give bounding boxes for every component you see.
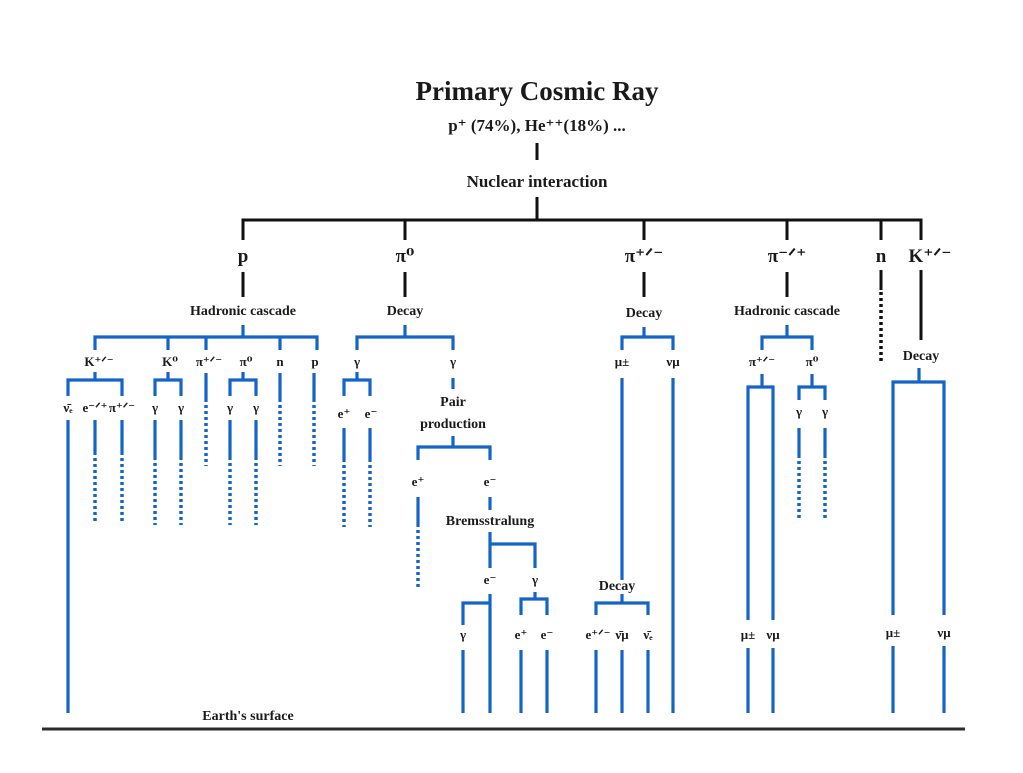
nuclear-interaction-label: Nuclear interaction [467,172,608,191]
kaon-product-1: e⁻ᐟ⁺ [83,400,108,415]
gamma1-product-0: e⁺ [338,406,351,421]
hc-left-product-2: π⁺ᐟ⁻ [196,354,222,369]
particle-pi-mp: π⁻ᐟ⁺ [768,246,807,267]
particle-p: p [238,246,249,267]
hc-right-pi0-product-1: γ [821,404,828,419]
pi-pm-product-0: μ± [615,354,630,369]
k0-product-0: γ [151,400,158,415]
composition-label: p⁺ (74%), He⁺⁺(18%) ... [448,116,626,135]
brems-product-1: γ [531,572,538,587]
bracket-pi-pm-decay [620,335,675,350]
process-decay-muon: Decay [599,579,636,594]
hc-left-product-3: π⁰ [240,354,253,369]
pi0-l-product-0: γ [226,400,233,415]
kaon-product-0: ν̄ₑ [62,400,73,415]
process-pair-production-2: production [420,417,486,432]
earth-surface-label: Earth's surface [202,709,293,724]
kaon-product-2: π⁺ᐟ⁻ [109,400,135,415]
brems-product-0: e⁻ [484,572,497,587]
particle-n: n [876,246,887,267]
bracket-brems-gamma [519,597,549,615]
pi0-decay-product-1: γ [449,354,456,369]
kaon-decay-product-1: νμ [936,625,951,640]
muon-decay-product-0: e⁺ᐟ⁻ [586,627,611,642]
k0-product-1: γ [177,400,184,415]
bracket-brems [490,542,537,568]
hc-right-product-1: π⁰ [806,354,819,369]
hc-left-product-0: K⁺ᐟ⁻ [84,354,113,369]
bracket-pi0-l [228,378,258,396]
pair-product-0: e⁺ [412,474,425,489]
bracket-gamma1 [342,378,372,396]
brems-gamma-product-0: e⁺ [515,627,528,642]
hc-right-pion-product-0: μ± [741,627,756,642]
hc-right-pion-product-1: νμ [765,627,780,642]
brems-e-product-0: γ [459,627,466,642]
particle-k-pm: K⁺ᐟ⁻ [909,246,952,267]
kaon-decay-product-0: μ± [886,625,901,640]
hc-left-product-1: K⁰ [162,354,178,369]
pi0-l-product-1: γ [252,400,259,415]
particle-pi-pm: π⁺ᐟ⁻ [625,246,664,267]
primary-bracket [241,218,923,240]
hc-left-product-4: n [276,354,284,369]
particle-pi0: π⁰ [396,246,415,267]
process-decay-kaon: Decay [903,349,940,364]
process-hadronic-cascade-left: Hadronic cascade [190,304,296,319]
bracket-kaon-l [66,378,124,396]
pi-pm-product-1: νμ [665,354,680,369]
bracket-pi0-r [797,385,827,400]
bracket-brems-e [461,601,490,625]
process-pair-production-1: Pair [440,395,466,410]
muon-decay-product-1: ν̄μ [614,627,629,642]
bracket-pi0-decay [355,335,455,350]
process-decay-pi0: Decay [387,304,424,319]
process-bremsstrahlung: Bremsstralung [446,514,534,529]
muon-decay-product-2: ν̄ₑ [642,627,653,642]
bracket-pi-pm-r [746,385,775,620]
bracket-kaon-decay [891,380,946,615]
bracket-muon-decay [594,601,650,615]
pi0-decay-product-0: γ [353,354,360,369]
hc-right-pi0-product-0: γ [795,404,802,419]
gamma1-product-1: e⁻ [365,406,378,421]
brems-gamma-product-1: e⁻ [541,627,554,642]
bracket-hc-right [760,335,814,350]
process-hadronic-cascade-right: Hadronic cascade [734,304,840,319]
diagram-title: Primary Cosmic Ray [416,76,659,106]
pair-product-1: e⁻ [484,474,497,489]
process-decay-pi-pm: Decay [626,306,663,321]
hc-right-product-0: π⁺ᐟ⁻ [749,354,775,369]
bracket-k0 [153,378,183,396]
bracket-pair [416,445,492,460]
hc-left-product-5: p [311,354,318,369]
